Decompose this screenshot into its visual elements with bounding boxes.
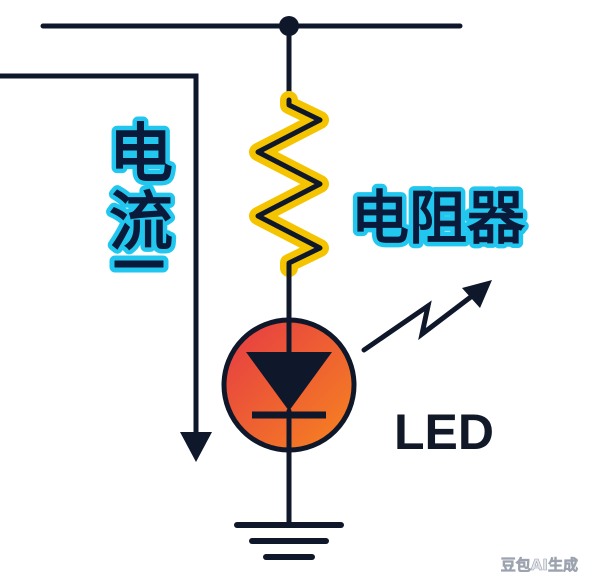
current-direction-arrow — [0, 73, 212, 462]
diode-symbol — [246, 352, 332, 411]
led-label: LED — [394, 404, 494, 460]
watermark-text: 豆包AI生成 — [501, 556, 578, 572]
resistor-zigzag — [255, 97, 323, 271]
current-label-dash — [109, 255, 169, 273]
resistor-label: 电阻器 — [351, 184, 526, 252]
light-emission-arrow — [361, 280, 492, 353]
current-label-char-2: 流 — [109, 186, 173, 260]
current-label-char-1: 电 — [109, 118, 173, 192]
ground-symbol — [234, 522, 344, 560]
